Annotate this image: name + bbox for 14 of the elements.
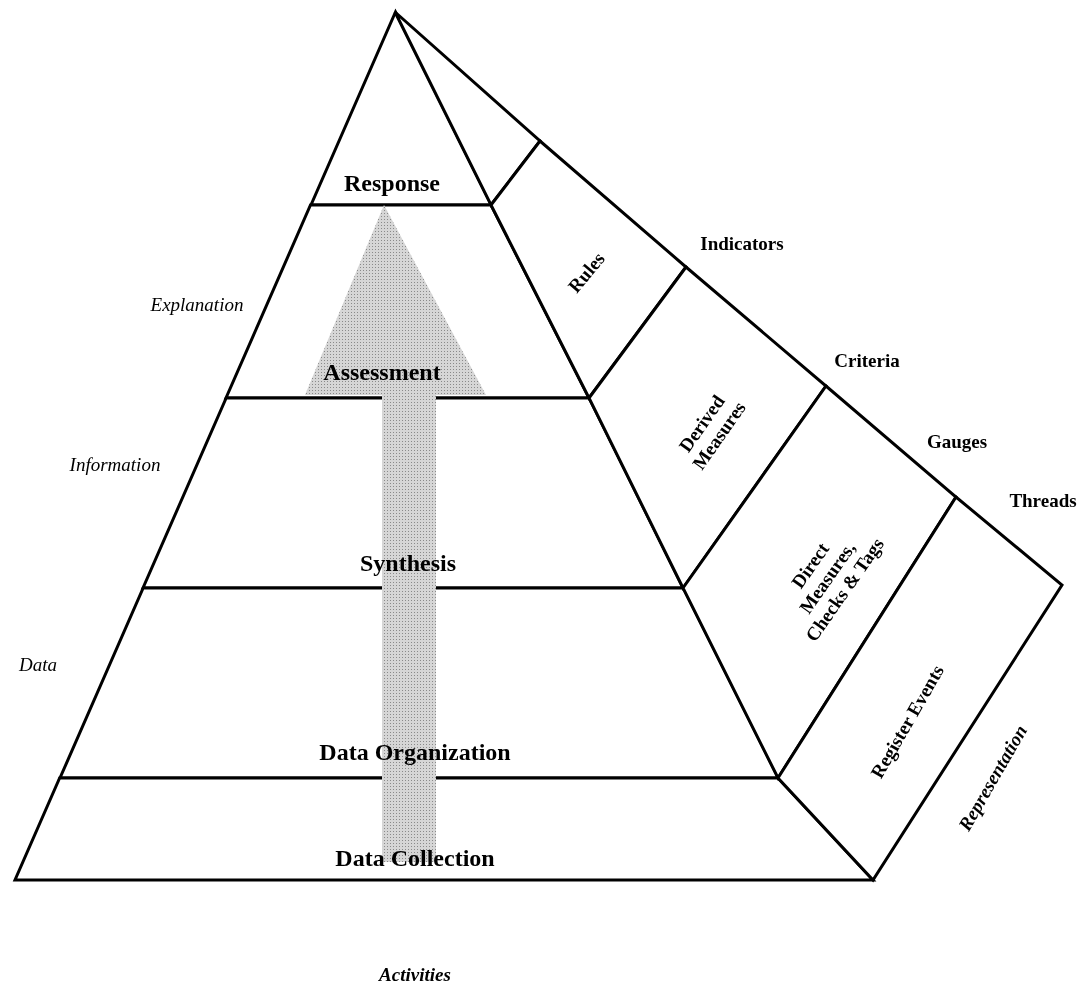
layer-label: Response <box>344 169 440 197</box>
axis-label: Activities <box>379 964 451 986</box>
boundary-label: Gauges <box>926 431 988 453</box>
layer-label: Assessment <box>323 358 441 386</box>
level-label: Data <box>19 654 57 676</box>
block-arrow <box>305 205 486 862</box>
layer-label: Data Organization <box>319 738 511 766</box>
layer-label: Synthesis <box>359 549 456 577</box>
boundary-label: Criteria <box>834 350 900 372</box>
boundary-label: Threads <box>1009 490 1077 512</box>
boundary-label: Indicators <box>700 233 784 255</box>
layer-label: Data Collection <box>335 844 495 872</box>
level-label: Explanation <box>150 294 244 316</box>
level-label: Information <box>69 454 161 476</box>
